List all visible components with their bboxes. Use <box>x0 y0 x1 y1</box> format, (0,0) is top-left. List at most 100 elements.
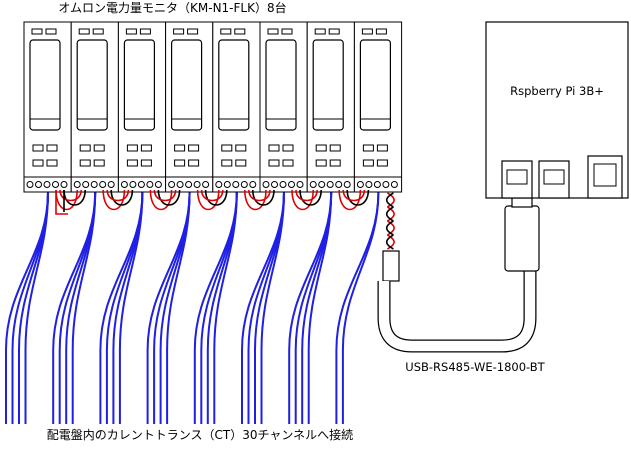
ct-wire <box>307 191 333 424</box>
terminal-screw <box>356 181 364 188</box>
din-rail-meter-icon <box>212 21 261 193</box>
terminal-screw <box>146 181 154 188</box>
ct-wire-bundle <box>99 191 144 424</box>
rs485-wire <box>342 189 366 202</box>
rs485-wire <box>55 190 68 215</box>
meter-display <box>29 39 61 131</box>
terminal-screw <box>99 181 107 188</box>
terminal-screw <box>73 181 81 188</box>
meter-slot <box>45 28 57 35</box>
ct-connection-label: 配電盤内のカレントトランス（CT）30チャンネルへ接続 <box>46 428 354 442</box>
rs485-wire <box>106 189 130 202</box>
meter-button <box>221 159 233 167</box>
terminal-screw <box>232 181 240 188</box>
rs485-twisted-wire <box>385 220 394 236</box>
terminal-screw <box>176 181 184 188</box>
ct-wire <box>24 191 49 424</box>
rs485-wire <box>295 189 318 202</box>
ct-wire <box>71 191 97 424</box>
meter-slot <box>92 28 104 35</box>
rs485-twisted-wire <box>387 220 395 236</box>
rs485-twisted-wire <box>385 234 394 250</box>
rs485-wire <box>153 189 177 202</box>
usb-rs485-cable-icon <box>377 195 540 353</box>
meter-button <box>315 144 327 152</box>
rs485-wire <box>196 189 220 211</box>
din-rail-meter-icon <box>23 21 72 193</box>
meter-slot <box>220 28 232 35</box>
terminal-screw <box>390 181 398 188</box>
usb-rs485-adapter <box>377 195 540 353</box>
terminal-screw <box>288 181 295 188</box>
meter-button <box>188 144 200 152</box>
rs485-wire <box>248 189 271 202</box>
meter-button <box>362 159 374 167</box>
meter-button <box>235 159 247 167</box>
meter-button <box>221 144 233 152</box>
meter-row <box>23 21 403 193</box>
terminal-screw <box>82 181 90 188</box>
meter-display <box>123 39 156 131</box>
terminal-screw <box>129 181 137 188</box>
terminal-screw <box>168 181 176 188</box>
meter-slot <box>314 28 326 35</box>
meter-button <box>126 159 138 167</box>
meter-slot <box>234 28 246 35</box>
ct-wire <box>166 191 191 424</box>
meter-button <box>32 159 44 167</box>
meter-button <box>46 159 58 167</box>
terminal-screw <box>43 181 51 188</box>
terminal-screw <box>202 181 210 188</box>
rs485-wire <box>59 189 82 202</box>
meter-slot <box>267 28 279 35</box>
meter-button <box>329 144 341 152</box>
terminal-screw <box>318 181 326 188</box>
meter-button <box>268 159 280 167</box>
meter-display <box>312 39 344 131</box>
rs485-wire <box>102 189 126 211</box>
meter-display <box>359 39 391 131</box>
meter-button <box>376 144 388 152</box>
meter-button <box>268 144 280 152</box>
meter-display <box>171 39 203 131</box>
ct-wire <box>213 191 238 424</box>
meter-button <box>362 144 374 152</box>
din-rail-meter-icon <box>165 21 214 193</box>
meters-title: オムロン電力量モニタ（KM-N1-FLK）8台 <box>58 1 287 15</box>
meter-display <box>76 39 108 131</box>
terminal-screw <box>240 181 248 188</box>
meter-slot <box>375 28 387 35</box>
pi-ethernet-port <box>587 155 623 199</box>
meter-slot <box>31 28 43 35</box>
ct-wire <box>260 191 285 424</box>
meter-button <box>140 144 152 152</box>
terminal-screw <box>223 181 231 188</box>
meter-button <box>174 159 186 167</box>
terminal-screw <box>382 181 390 188</box>
rs485-twisted-wire <box>387 234 395 250</box>
ct-wire-bundle <box>146 191 191 424</box>
meter-display <box>218 39 250 131</box>
rs485-wire <box>252 189 275 206</box>
meter-slot <box>281 28 293 35</box>
ct-wire-bundle <box>193 191 238 424</box>
terminal-screw <box>26 181 34 188</box>
meter-button <box>46 144 58 152</box>
terminal-screw <box>335 181 343 188</box>
ct-wire-bundle <box>5 191 49 424</box>
usb-rs485-adapter-label: USB-RS485-WE-1800-BT <box>405 360 545 374</box>
pi-usb-port-inner <box>543 169 565 185</box>
rs485-twisted-wire <box>387 192 395 208</box>
pi-ethernet-port-inner <box>593 163 617 187</box>
rs485-wire <box>299 189 322 206</box>
meter-slot <box>173 28 185 35</box>
terminal-screw <box>271 181 278 188</box>
meter-slot <box>361 28 373 35</box>
din-rail-meter-icon <box>117 21 167 193</box>
meter-button <box>126 144 138 152</box>
meter-button <box>140 159 152 167</box>
meter-button <box>329 159 341 167</box>
raspberry-pi-label: Rspberry Pi 3B+ <box>510 84 604 98</box>
meter-display <box>265 39 297 131</box>
terminal-screw <box>262 181 270 188</box>
